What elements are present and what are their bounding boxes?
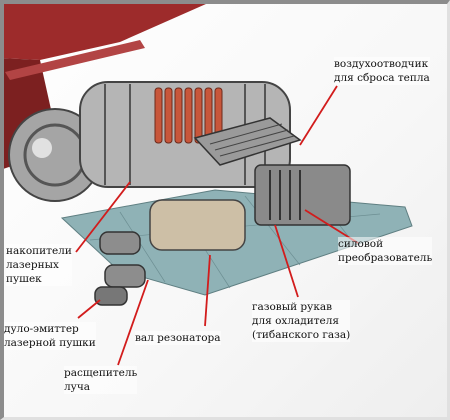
splitter-barrel <box>104 264 146 288</box>
vent-fins <box>209 123 295 157</box>
hull-panel <box>0 0 215 60</box>
resonator-housing <box>149 199 246 251</box>
energizer-coils <box>154 87 223 144</box>
hull-strut <box>5 40 145 80</box>
leader-gas-hose <box>274 224 299 298</box>
lower-barrel <box>94 286 128 306</box>
converter-coil <box>269 170 301 220</box>
leader-beam-splitter <box>117 279 149 366</box>
leader-laser-capacitors <box>75 181 131 253</box>
label-beam-splitter: расщепитель луча <box>64 366 138 394</box>
label-laser-capacitors: накопители лазерных пушек <box>6 244 72 286</box>
muzzle-barrel <box>99 231 141 255</box>
leader-heat-vent <box>299 85 338 146</box>
capacitor-sphere-core <box>32 138 52 158</box>
power-converter-housing <box>254 164 351 226</box>
leader-resonator-shaft <box>204 254 211 327</box>
label-resonator-shaft: вал резонатора <box>135 331 221 345</box>
label-muzzle-emitter: дуло-эмиттер лазерной пушки <box>4 322 96 350</box>
label-power-converter: силовой преобразователь <box>338 237 433 265</box>
label-gas-hose: газовый рукав для охладителя (тибанского… <box>252 300 351 342</box>
leader-muzzle-emitter <box>77 299 101 319</box>
label-heat-vent: воздухоотводчик для сброса тепла <box>334 57 430 85</box>
